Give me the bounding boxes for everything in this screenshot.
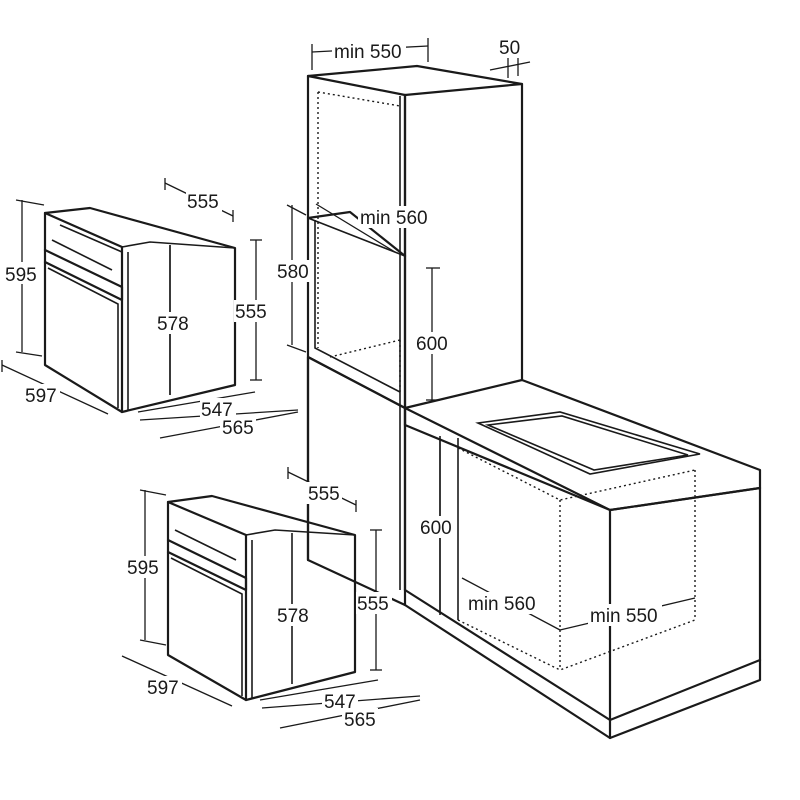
dimension-labels: 595 597 555 578 555 547 565 595 597 555 …	[4, 36, 662, 731]
tall-unit-min-width-label: min 550	[334, 42, 402, 63]
top-oven	[43, 206, 237, 414]
top-oven-depth-547-label: 547	[201, 400, 233, 421]
under-counter-height-label: 600	[420, 518, 452, 539]
under-counter-min-width-label: min 550	[590, 606, 658, 627]
bottom-oven-side-height-label: 555	[357, 594, 389, 615]
tall-unit-niche-height-label: 580	[277, 262, 309, 283]
bottom-oven-inner-height-label: 578	[277, 606, 309, 627]
countertop-cabinet	[403, 378, 762, 740]
top-oven-width-label: 597	[25, 386, 57, 407]
top-oven-inner-height-label: 578	[157, 314, 189, 335]
top-oven-height-label: 595	[5, 265, 37, 286]
bottom-oven-width-label: 597	[147, 678, 179, 699]
under-counter-min-depth-label: min 560	[468, 594, 536, 615]
tall-unit-gap-label: 50	[499, 38, 520, 59]
tall-unit-height-600-label: 600	[416, 334, 448, 355]
top-oven-depth-label: 555	[187, 192, 219, 213]
bottom-oven	[166, 494, 357, 702]
bottom-oven-depth-547-label: 547	[324, 692, 356, 713]
tall-unit-min-depth-label: min 560	[360, 208, 428, 229]
top-oven-depth-565-label: 565	[222, 418, 254, 439]
bottom-oven-depth-label: 555	[308, 484, 340, 505]
top-oven-side-height-label: 555	[235, 302, 267, 323]
bottom-oven-height-label: 595	[127, 558, 159, 579]
bottom-oven-depth-565-label: 565	[344, 710, 376, 731]
